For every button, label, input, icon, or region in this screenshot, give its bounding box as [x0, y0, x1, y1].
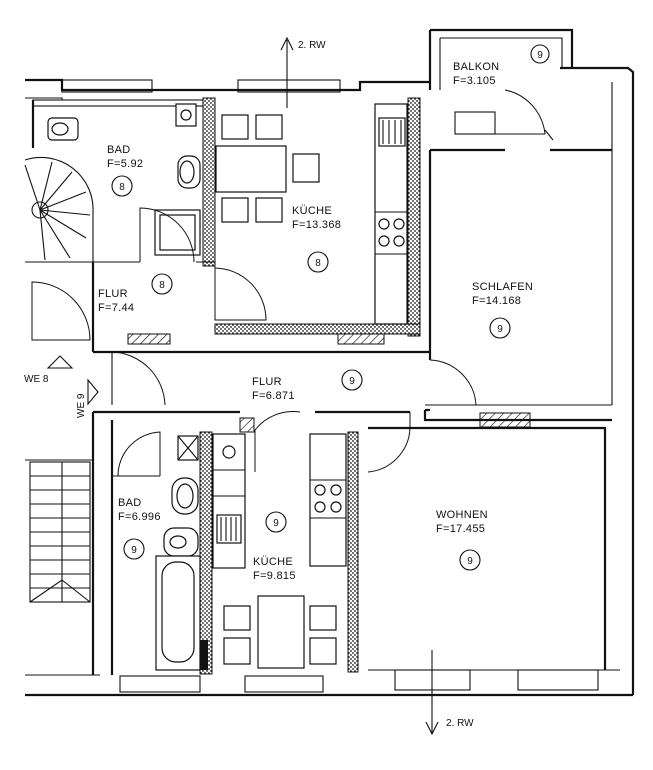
we8-label: WE 8 [24, 374, 49, 385]
room-name: SCHLAFEN [472, 281, 533, 293]
stairwell [25, 412, 95, 675]
room-area: F=13.368 [292, 219, 341, 231]
arrow-bottom: 2. RW [425, 650, 474, 736]
room-flur-mid: FLUR F=6.871 9 [252, 369, 363, 402]
unit-number: 9 [349, 376, 355, 387]
upper-doors [31, 207, 267, 341]
unit-number: 9 [497, 324, 503, 335]
room-kueche-top: KÜCHE F=13.368 8 [292, 205, 341, 273]
room-name: KÜCHE [253, 556, 293, 568]
upper-apartment-walls [31, 97, 430, 354]
room-name: FLUR [252, 376, 282, 388]
room-bad-bottom: BAD F=6.996 9 [118, 497, 161, 560]
arrow-top: 2. RW [280, 36, 326, 108]
spiral-staircase [24, 156, 94, 263]
room-name: FLUR [98, 288, 128, 300]
upper-bath-fixtures [47, 103, 201, 256]
room-kueche-bottom: 9 KÜCHE F=9.815 [253, 511, 296, 582]
unit-number: 8 [315, 258, 321, 269]
room-name: BAD [107, 144, 131, 156]
room-flur-top: FLUR F=7.44 8 [98, 273, 173, 314]
unit-number: 9 [131, 545, 137, 556]
lower-bath [110, 420, 213, 675]
upper-kitchen-furniture [215, 103, 408, 325]
room-area: F=6.996 [118, 511, 161, 523]
room-area: F=7.44 [98, 302, 134, 314]
room-wohnen: WOHNEN F=17.455 9 [436, 509, 488, 571]
unit-number: 9 [537, 50, 543, 61]
room-bad-top: BAD F=5.92 8 [107, 144, 143, 197]
unit-number: 8 [159, 280, 165, 291]
room-name: BALKON [453, 61, 499, 73]
entry-markers [46, 355, 99, 406]
room-name: KÜCHE [292, 205, 332, 217]
arrow-bottom-label: 2. RW [446, 718, 474, 729]
room-area: F=14.168 [472, 295, 521, 307]
wohnen-walls [368, 426, 607, 671]
unit-number: 9 [467, 556, 473, 567]
room-area: F=9.815 [253, 570, 296, 582]
middle-flur [93, 351, 411, 473]
schlafen-walls [423, 148, 612, 428]
we9-label: WE 9 [76, 393, 87, 418]
room-name: WOHNEN [436, 509, 488, 521]
room-balkon: BALKON F=3.105 9 [453, 44, 550, 87]
room-schlafen: SCHLAFEN F=14.168 9 [472, 281, 533, 339]
room-area: F=17.455 [436, 523, 485, 535]
balcony [428, 28, 574, 141]
room-name: BAD [118, 497, 142, 509]
arrow-top-label: 2. RW [298, 40, 326, 51]
room-area: F=6.871 [252, 390, 295, 402]
unit-number: 8 [119, 182, 125, 193]
room-area: F=5.92 [107, 158, 143, 170]
lower-kitchen [212, 431, 359, 673]
room-area: F=3.105 [453, 75, 496, 87]
unit-number: 9 [273, 518, 279, 529]
